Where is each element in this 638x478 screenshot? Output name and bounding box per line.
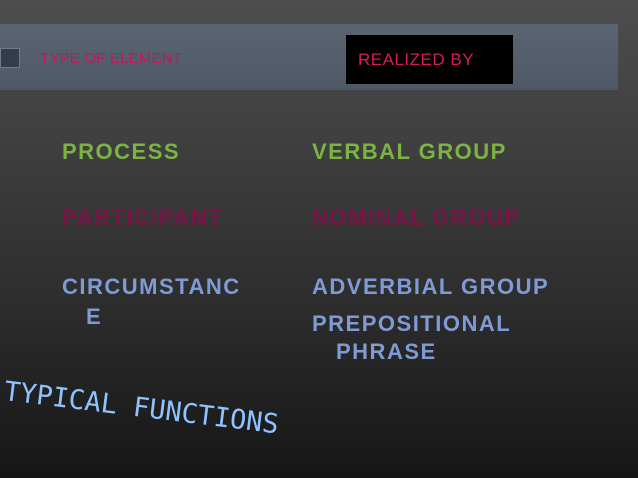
header-band	[0, 24, 618, 90]
element-circumstance-line1: CIRCUMSTANC	[62, 274, 241, 299]
element-process: PROCESS	[62, 139, 181, 164]
realized-nominal-group: NOMINAL GROUP	[312, 205, 521, 230]
element-circumstance-line2: E	[86, 304, 103, 329]
realized-by-label: REALIZED BY	[358, 50, 475, 69]
element-participant: PARTICIPANT	[62, 205, 224, 230]
realized-phrase: PHRASE	[336, 339, 437, 364]
realized-prepositional: PREPOSITIONAL	[312, 311, 512, 336]
left-accent-square	[0, 48, 20, 68]
realized-adverbial-group: ADVERBIAL GROUP	[312, 274, 550, 299]
typical-functions-title: TYPICAL FUNCTIONS	[2, 376, 281, 441]
realized-by-box	[346, 35, 513, 84]
realized-verbal-group: VERBAL GROUP	[312, 139, 507, 164]
type-of-element-label: TYPE OF ELEMENT	[40, 50, 183, 67]
